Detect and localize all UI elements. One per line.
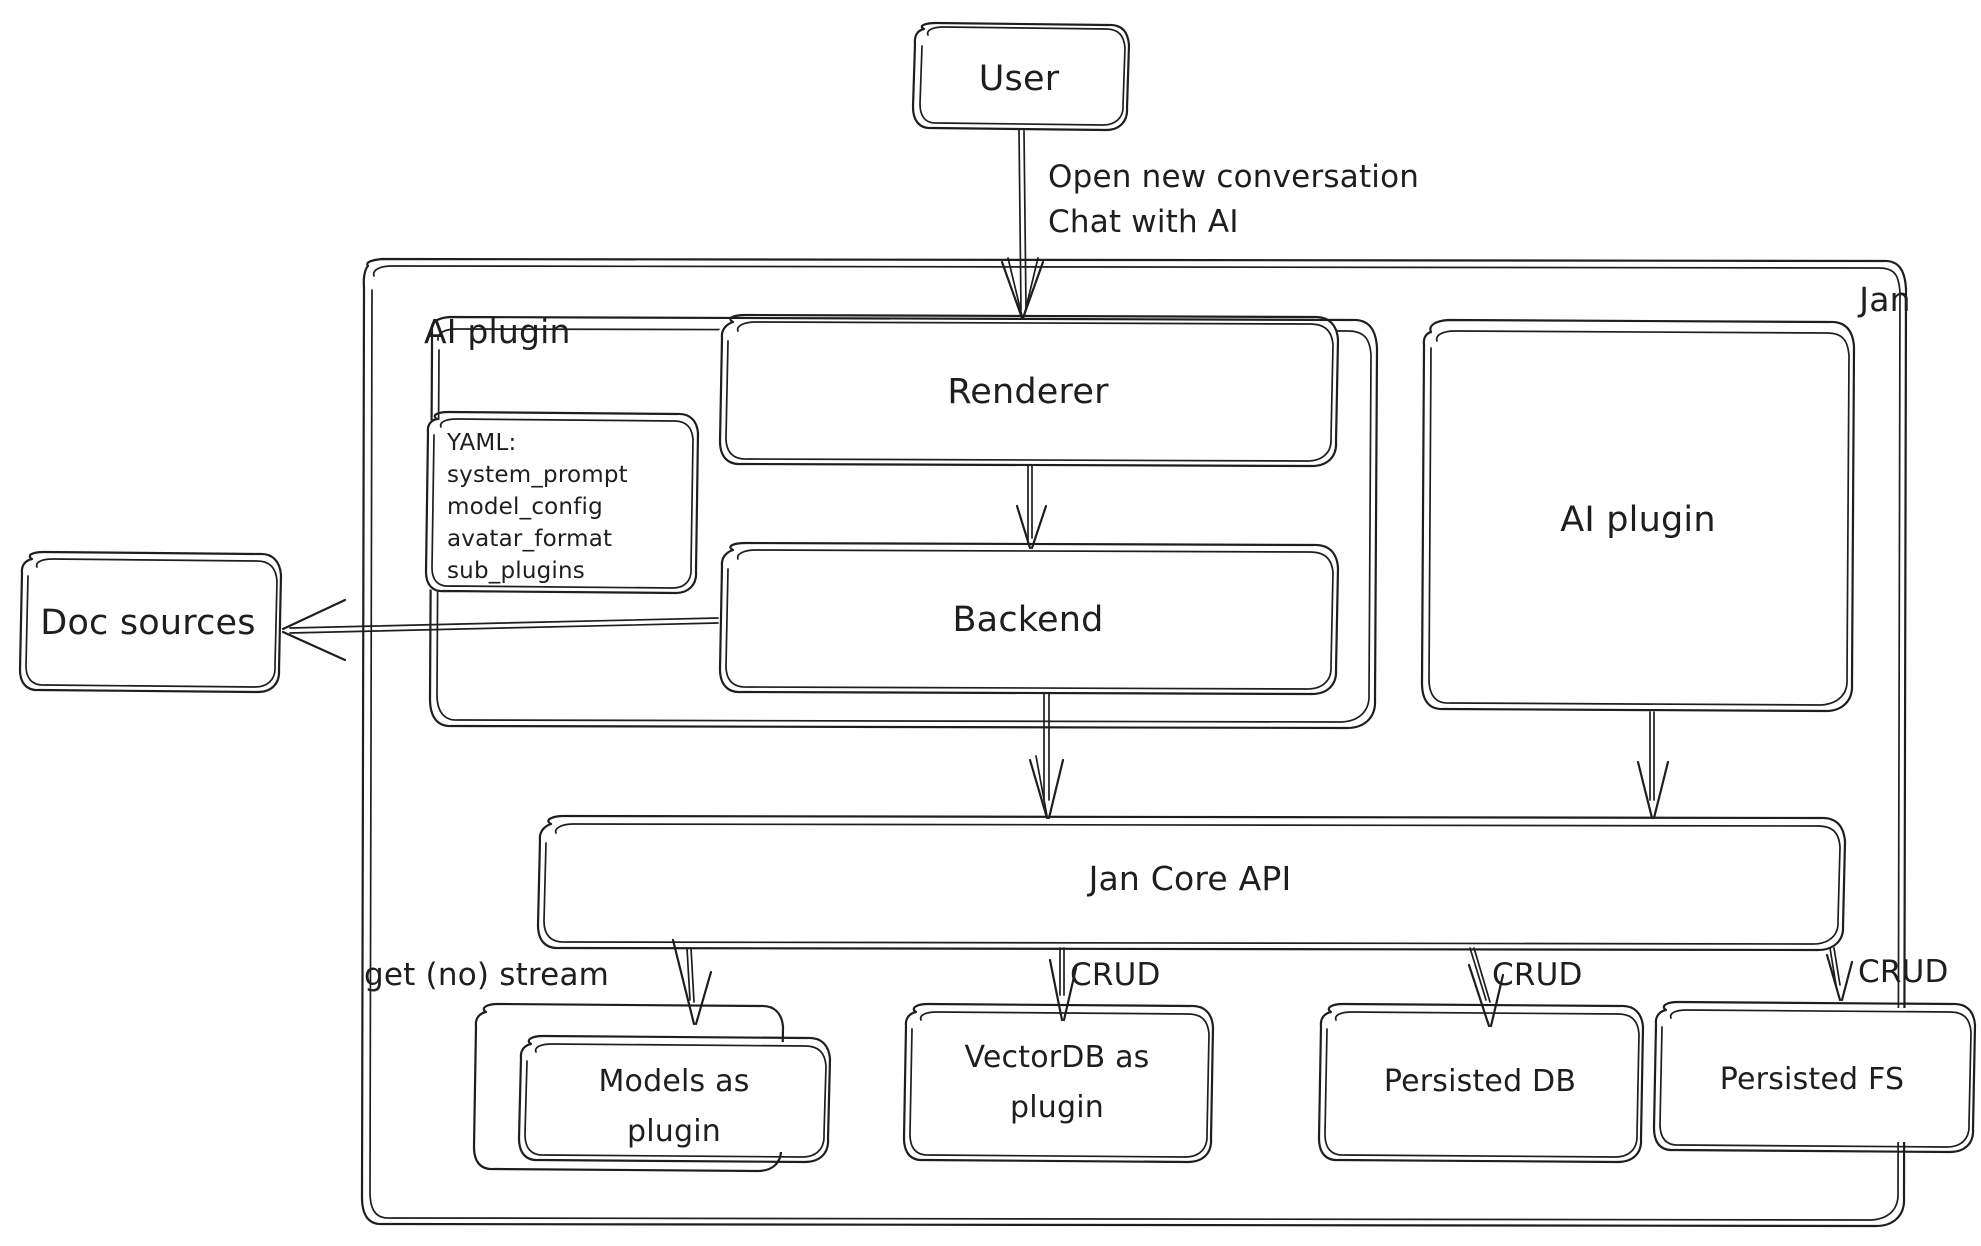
edge-ai-plugin-to-core xyxy=(1636,711,1670,820)
edge-backend-to-core xyxy=(1028,693,1065,820)
container-ai-plugin-group xyxy=(428,315,1379,730)
edge-core-to-models xyxy=(671,938,713,1026)
node-persisted-db[interactable] xyxy=(1317,1002,1645,1164)
node-ai-plugin-right[interactable] xyxy=(1420,318,1856,713)
container-jan xyxy=(360,257,1908,1228)
node-doc-sources[interactable] xyxy=(18,550,283,694)
edge-user-to-renderer xyxy=(1000,129,1045,320)
node-backend[interactable] xyxy=(717,541,1340,696)
edge-renderer-to-backend xyxy=(1015,465,1048,550)
node-jan-core-api[interactable] xyxy=(536,814,1847,952)
edge-backend-to-doc-sources xyxy=(281,598,719,662)
node-renderer[interactable] xyxy=(717,313,1340,468)
edge-core-to-vectordb xyxy=(1048,947,1078,1022)
node-persisted-fs[interactable] xyxy=(1652,1000,1977,1154)
node-models-plugin[interactable] xyxy=(517,1034,832,1164)
edge-core-to-persisted-fs xyxy=(1825,947,1854,1002)
node-yaml xyxy=(424,410,700,595)
node-user[interactable] xyxy=(910,21,1131,132)
node-vectordb-plugin[interactable] xyxy=(902,1002,1215,1164)
edge-core-to-persisted-db xyxy=(1467,947,1505,1028)
